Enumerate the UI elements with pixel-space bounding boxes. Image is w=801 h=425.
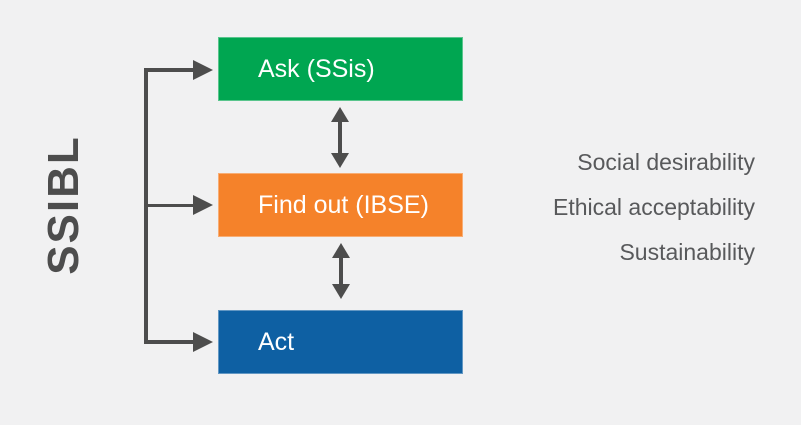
double-arrow-icon (331, 107, 349, 168)
stage-box-label: Ask (SSis) (258, 54, 375, 83)
arrow-down-head (331, 153, 349, 168)
arrow-up-head (332, 243, 350, 258)
arrow-right-icon (193, 195, 213, 215)
arrow-right-icon (193, 60, 213, 80)
arrow-right-icon (193, 332, 213, 352)
arrow-up-head (331, 107, 349, 122)
stage-box-find-out: Find out (IBSE) (218, 173, 463, 237)
stage-box-label: Act (258, 327, 295, 356)
stage-box-act: Act (218, 310, 463, 374)
arrow-line-to-ask (144, 68, 194, 72)
principle-social-desirability: Social desirability (577, 149, 755, 175)
bracket-vertical-line (144, 68, 148, 344)
arrow-shaft (338, 122, 342, 153)
principle-ethical-acceptability: Ethical acceptability (553, 194, 755, 220)
double-arrow-icon (332, 243, 350, 299)
principles-list: Social desirability Ethical acceptabilit… (553, 140, 755, 275)
principle-sustainability: Sustainability (619, 239, 755, 265)
arrow-line-to-find-out (148, 204, 194, 207)
stage-box-ask: Ask (SSis) (218, 37, 463, 101)
diagram-title: SSIBL (39, 135, 88, 275)
stage-box-label: Find out (IBSE) (258, 190, 429, 219)
arrow-shaft (339, 258, 343, 284)
arrow-down-head (332, 284, 350, 299)
arrow-line-to-act (144, 340, 194, 344)
